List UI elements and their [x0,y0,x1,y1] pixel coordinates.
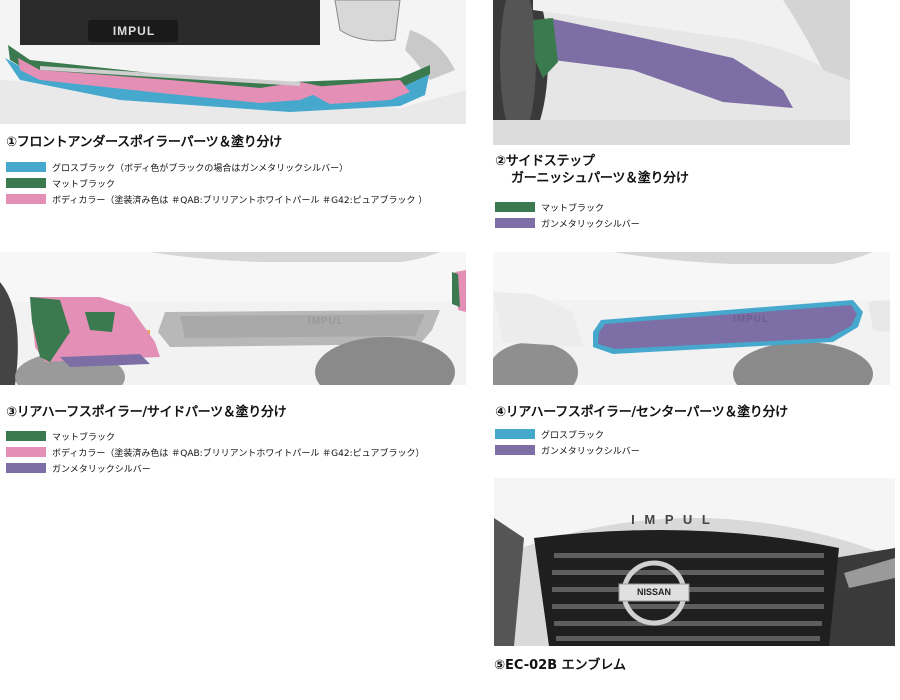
emblem-photo: I M P U L NISSAN [494,478,895,646]
legend-label: グロスブラック（ボディ色がブラックの場合はガンメタリックシルバー） [52,163,349,174]
rear-center-impul-logo: IMPUL [732,314,770,325]
color-swatch [6,178,46,188]
section-4-title: ④リアハーフスポイラー/センターパーツ＆塗り分け [495,405,788,420]
legend-item: ガンメタリックシルバー [495,442,640,458]
section-1-title: ①フロントアンダースポイラーパーツ＆塗り分け [6,135,282,150]
color-swatch [6,431,46,441]
impul-badge: IMPUL [112,24,156,38]
section-3-legend: マットブラック ボディカラー（塗装済み色は ＃QAB:ブリリアントホワイトパール… [6,428,424,476]
side-step-photo [493,0,850,145]
legend-item: ガンメタリックシルバー [495,215,640,231]
legend-item: グロスブラック（ボディ色がブラックの場合はガンメタリックシルバー） [6,159,427,175]
rear-impul-logo: IMPUL [307,316,345,327]
front-spoiler-photo: IMPUL [0,0,466,124]
color-swatch [6,463,46,473]
nissan-badge: NISSAN [636,587,671,597]
color-swatch [6,194,46,204]
legend-label: マットブラック [52,432,116,443]
section-2-title: ②サイドステップ ガーニッシュパーツ＆塗り分け [495,153,689,187]
rear-side-parts-photo: IMPUL [0,252,466,385]
legend-label: ボディカラー（塗装済み色は ＃QAB:ブリリアントホワイトパール ＃G42:ピュ… [52,448,425,459]
legend-item: マットブラック [6,175,427,191]
legend-item: マットブラック [6,428,424,444]
impul-emblem: I M P U L [631,512,713,527]
section-5-caption: ⑤EC-02B エンブレム [494,658,626,673]
section-3-title: ③リアハーフスポイラー/サイドパーツ＆塗り分け [6,405,287,420]
section-2-title-line2: ガーニッシュパーツ＆塗り分け [511,171,689,186]
legend-item: ボディカラー（塗装済み色は ＃QAB:ブリリアントホワイトパール ＃G42:ピュ… [6,191,427,207]
color-swatch [6,447,46,457]
color-swatch [495,445,535,455]
color-swatch [6,162,46,172]
legend-item: グロスブラック [495,426,640,442]
legend-label: マットブラック [52,179,116,190]
rear-center-parts-photo: IMPUL [493,252,890,385]
section-2-title-line1: ②サイドステップ [495,154,595,169]
legend-item: マットブラック [495,199,640,215]
legend-item: ボディカラー（塗装済み色は ＃QAB:ブリリアントホワイトパール ＃G42:ピュ… [6,444,424,460]
color-swatch [495,202,535,212]
legend-label: グロスブラック [541,430,605,441]
legend-item: ガンメタリックシルバー [6,460,424,476]
legend-label: ガンメタリックシルバー [52,464,151,475]
legend-label: ガンメタリックシルバー [541,446,640,457]
legend-label: ガンメタリックシルバー [541,219,640,230]
legend-label: マットブラック [541,203,605,214]
section-2-legend: マットブラック ガンメタリックシルバー [495,199,640,231]
section-1-legend: グロスブラック（ボディ色がブラックの場合はガンメタリックシルバー） マットブラッ… [6,159,427,207]
color-swatch [495,429,535,439]
section-4-legend: グロスブラック ガンメタリックシルバー [495,426,640,458]
color-swatch [495,218,535,228]
legend-label: ボディカラー（塗装済み色は ＃QAB:ブリリアントホワイトパール ＃G42:ピュ… [52,195,428,206]
